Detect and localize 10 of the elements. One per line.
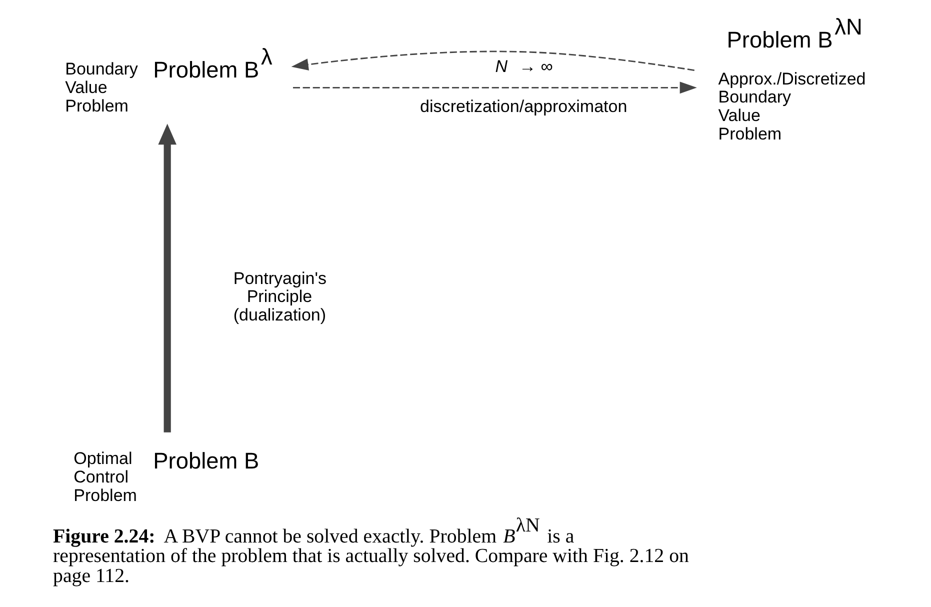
arrow	[291, 50, 694, 71]
edge-label: N → ∞	[495, 57, 553, 76]
arrow	[293, 82, 697, 94]
node-label: Optimal Control Problem	[74, 449, 137, 505]
node-text: Problem B	[153, 448, 260, 474]
node-label: Boundary Value Problem	[65, 59, 138, 116]
edge-label: discretization/approximaton	[420, 96, 628, 116]
edge-label: Pontryagin's Principle (dualization)	[233, 268, 326, 325]
arrow	[158, 124, 176, 432]
node-label: Approx./Discretized Boundary Value Problem	[718, 69, 866, 144]
